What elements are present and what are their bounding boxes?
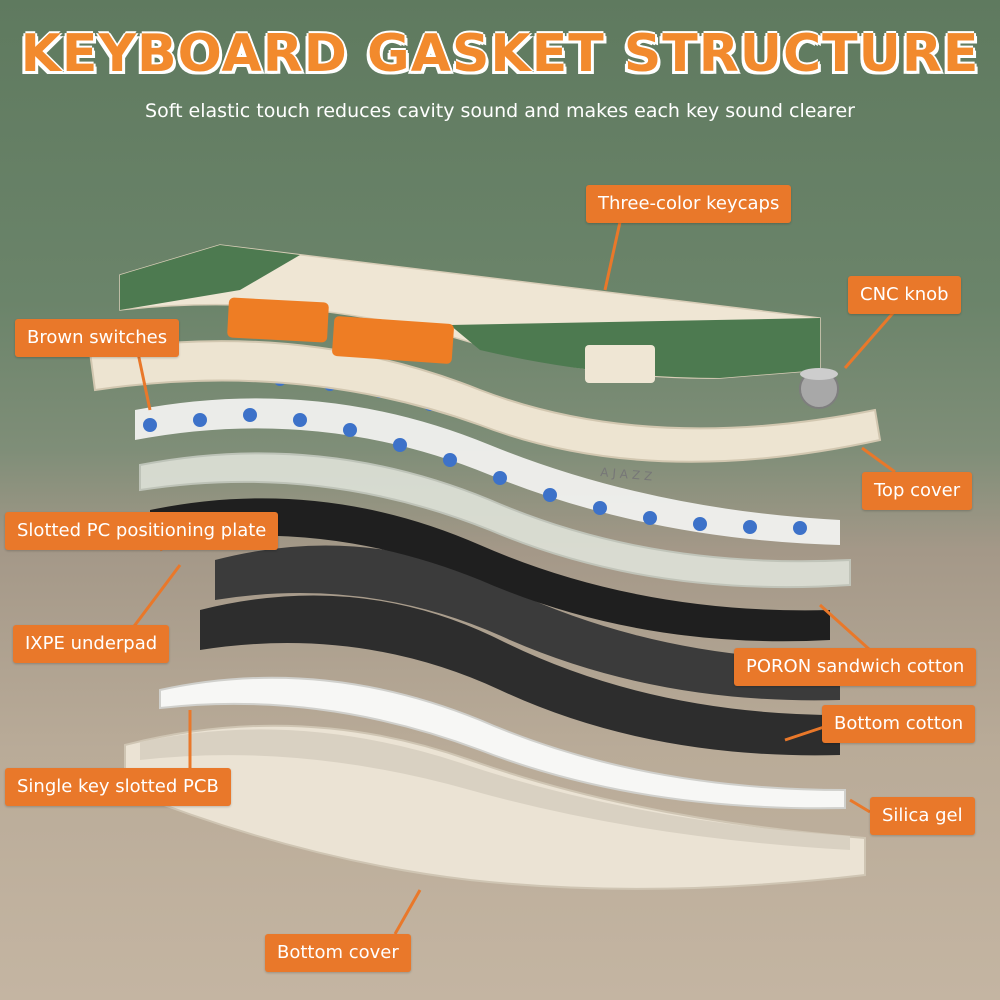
bottom-cotton-layer bbox=[200, 595, 840, 756]
top-cover-layer: AJAZZ bbox=[88, 340, 882, 484]
ixpe-underpad-layer bbox=[150, 498, 830, 642]
callout-bottom-cover: Bottom cover bbox=[265, 934, 411, 972]
page-subtitle: Soft elastic touch reduces cavity sound … bbox=[145, 100, 855, 122]
silica-gel-layer bbox=[159, 676, 846, 810]
keycap-layer bbox=[119, 244, 821, 383]
callout-single-key-pcb: Single key slotted PCB bbox=[5, 768, 231, 806]
callout-silica-gel: Silica gel bbox=[870, 797, 975, 835]
callout-top-cover: Top cover bbox=[862, 472, 973, 510]
poron-cotton-layer bbox=[215, 545, 840, 701]
bottom-cover-layer bbox=[124, 724, 866, 890]
callout-cnc-knob: CNC knob bbox=[848, 276, 961, 314]
callout-ixpe-underpad: IXPE underpad bbox=[13, 625, 170, 663]
brand-logo: AJAZZ bbox=[600, 465, 657, 484]
callout-bottom-cotton: Bottom cotton bbox=[822, 705, 976, 743]
callout-three-color-keycaps: Three-color keycaps bbox=[586, 185, 792, 223]
callout-poron-cotton: PORON sandwich cotton bbox=[734, 648, 977, 686]
callout-brown-switches: Brown switches bbox=[15, 319, 180, 357]
pc-plate-layer bbox=[139, 452, 851, 589]
page-title: KEYBOARD GASKET STRUCTURE bbox=[20, 24, 980, 84]
callout-slotted-pc-plate: Slotted PC positioning plate bbox=[5, 512, 279, 550]
cnc-knob bbox=[799, 368, 839, 409]
